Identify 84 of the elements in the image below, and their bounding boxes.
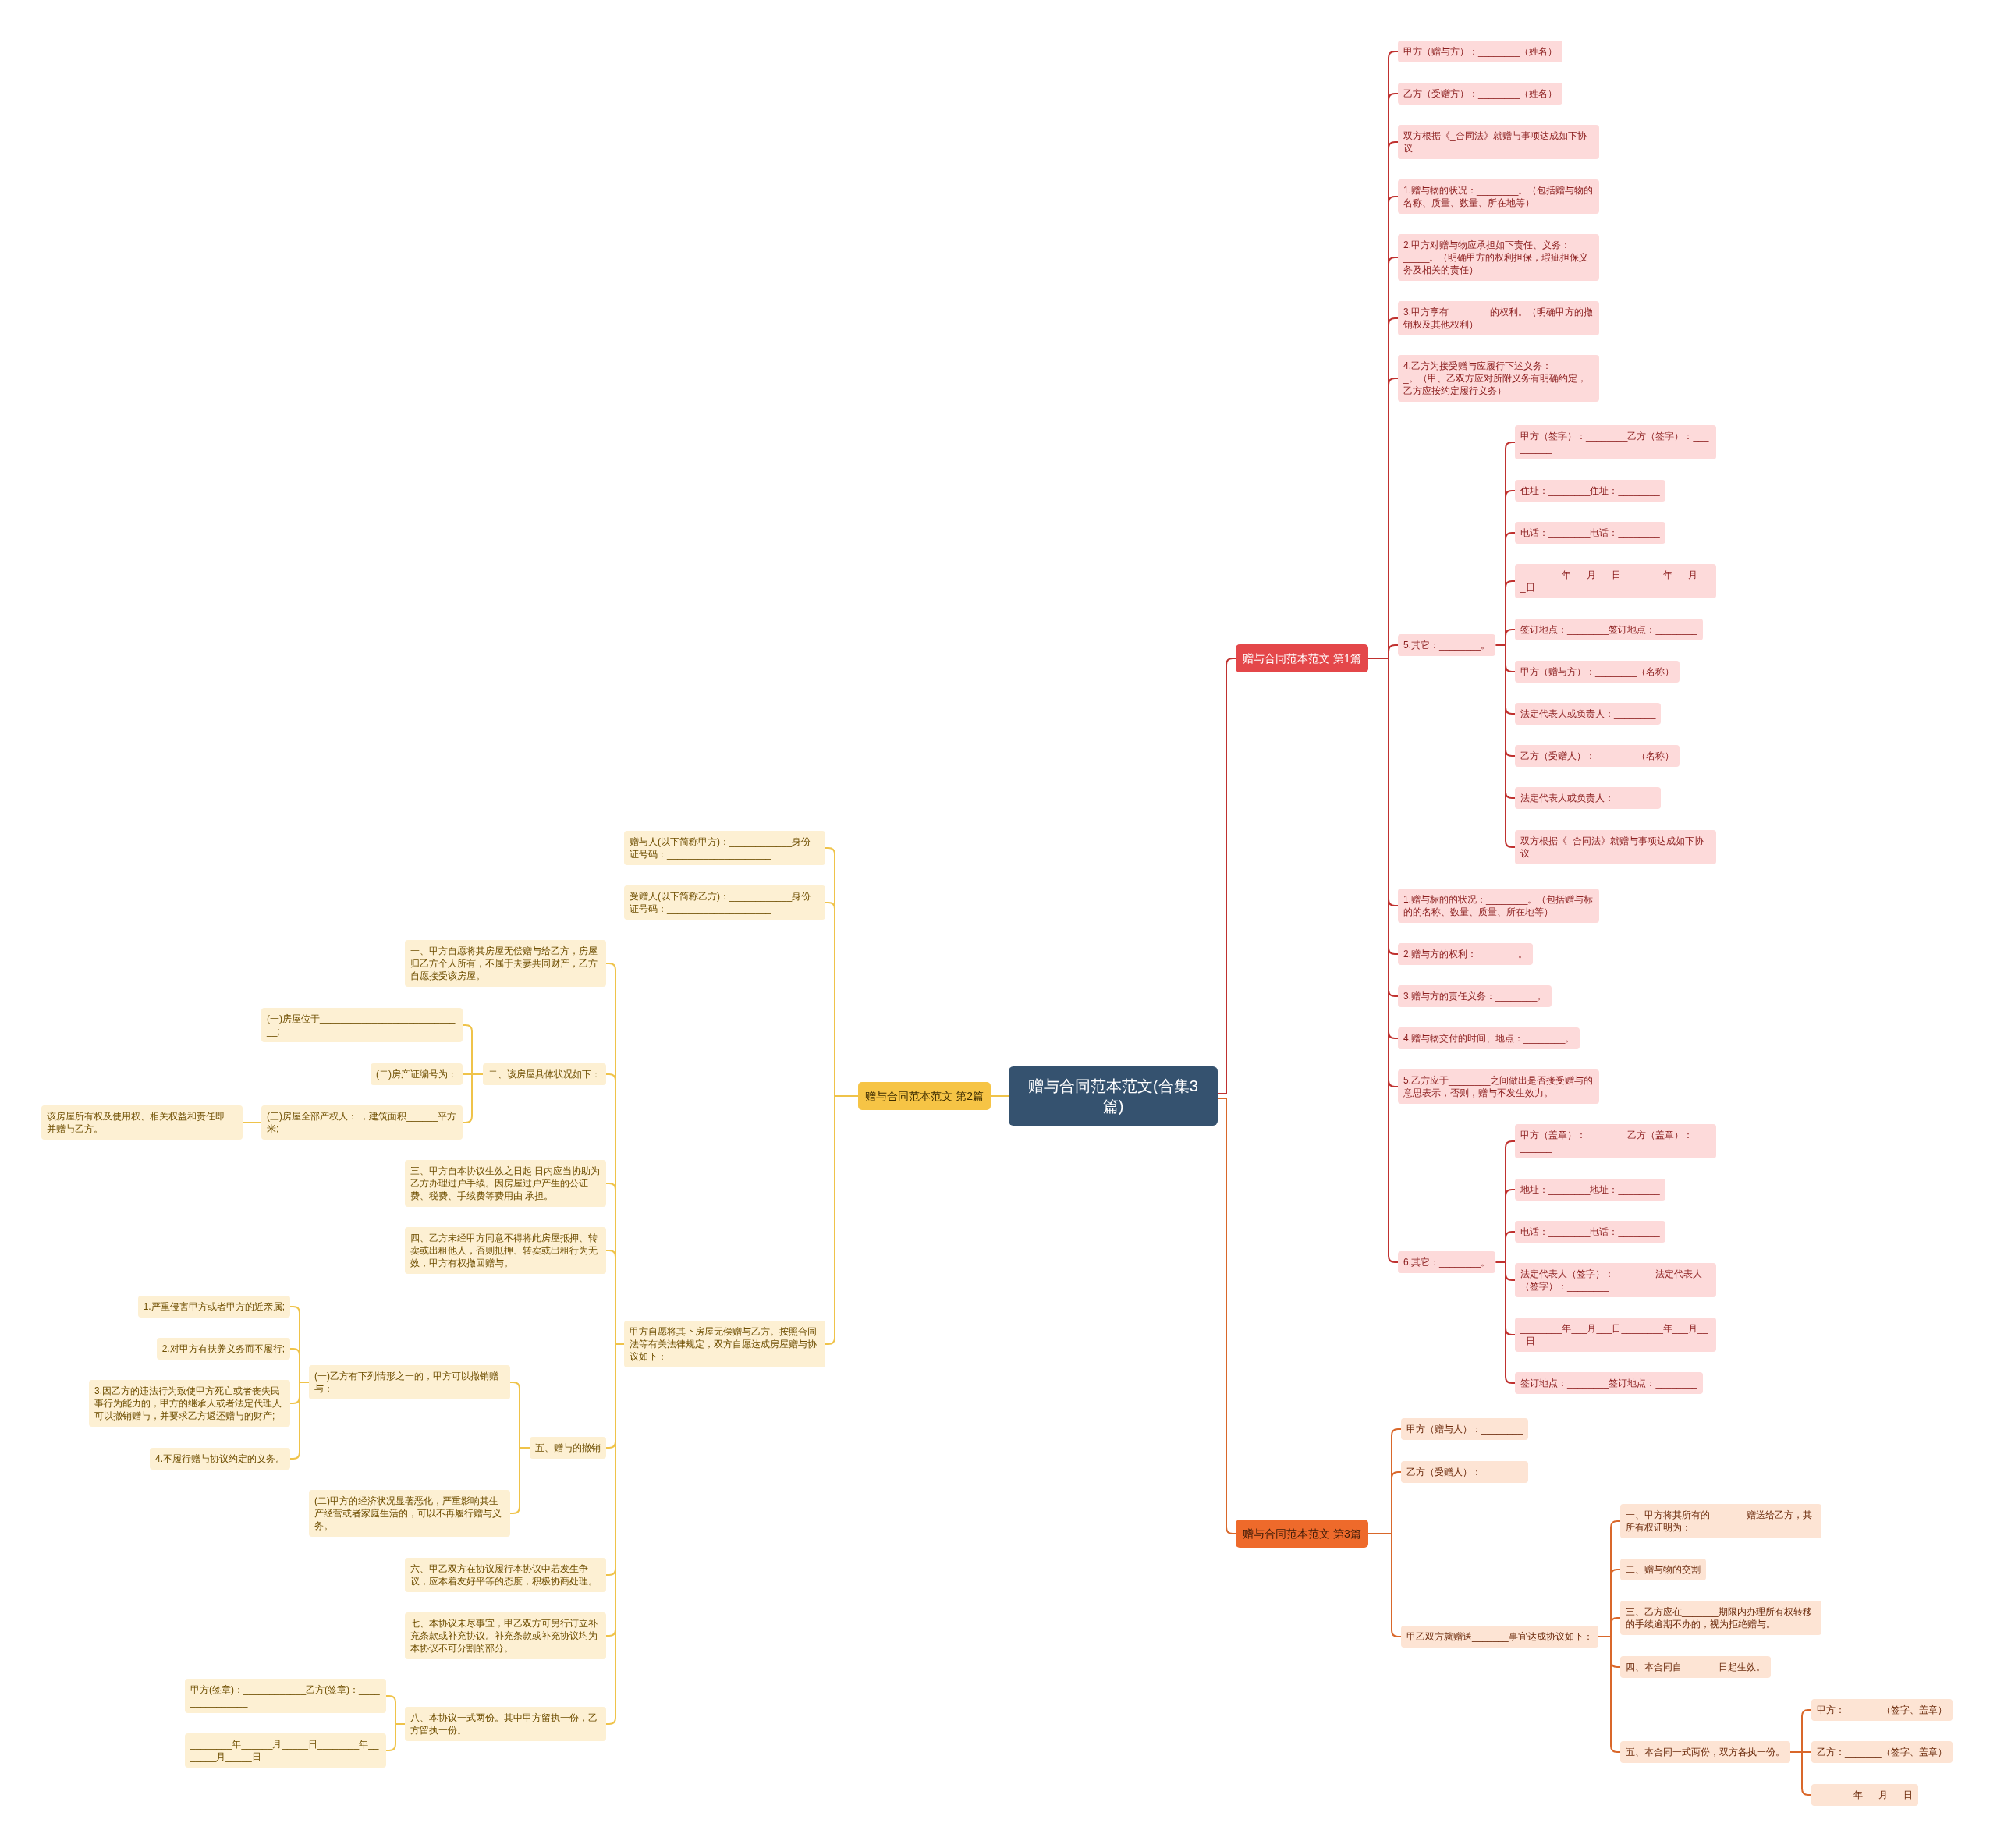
subtopic: 乙方（受赠方）：________（姓名） [1398, 83, 1563, 105]
central-topic: 赠与合同范本范文(合集3篇) [1009, 1066, 1218, 1126]
connector-line [1495, 1140, 1516, 1384]
subtopic: 五、本合同一式两份，双方各执一份。 [1620, 1741, 1790, 1763]
subtopic: 法定代表人或负责人：________ [1515, 703, 1662, 725]
subtopic: 乙方：_______（签字、盖章） [1811, 1741, 1953, 1763]
subtopic: 3.甲方享有________的权利。（明确甲方的撤销权及其他权利） [1398, 301, 1599, 335]
subtopic: ________年___月___日________年___月___日 [1515, 564, 1716, 598]
subtopic: ________年______月_____日________年_______月_____日 [185, 1733, 386, 1768]
subtopic: 签订地点：________签订地点：________ [1515, 619, 1703, 640]
connector-line [605, 963, 625, 1725]
subtopic: 赠与人(以下简称甲方)：____________身份证号码：____________________ [624, 831, 825, 865]
subtopic: 二、赠与物的交割 [1620, 1559, 1706, 1580]
subtopic: 地址：________地址：________ [1515, 1179, 1665, 1201]
connector-line [242, 1122, 262, 1123]
connector-line [385, 1695, 406, 1751]
subtopic: 三、乙方应在_______期限内办理所有权转移的手续逾期不办的，视为拒绝赠与。 [1620, 1601, 1821, 1635]
subtopic: _______年___月___日 [1811, 1784, 1918, 1806]
subtopic: 法定代表人或负责人：________ [1515, 787, 1662, 809]
subtopic: 双方根据《_合同法》就赠与事项达成如下协议 [1398, 125, 1599, 159]
subtopic: 甲乙双方就赠送_______事宜达成协议如下： [1401, 1626, 1598, 1648]
subtopic: 四、本合同自_______日起生效。 [1620, 1656, 1771, 1678]
connector-line [1789, 1709, 1812, 1796]
subtopic: 六、甲乙双方在协议履行本协议中若发生争议，应本着友好平等的态度，积极协商处理。 [405, 1558, 606, 1592]
subtopic: 甲方（盖章）：________乙方（盖章）：_________ [1515, 1124, 1716, 1158]
connector-line [1367, 1428, 1402, 1637]
subtopic: 4.乙方为接受赠与应履行下述义务：_________。（甲、乙双方应对所附义务有明确约定，乙方应按约定履行义务） [1398, 355, 1599, 402]
subtopic: 5.乙方应于________之间做出是否接受赠与的意思表示，否则，赠与不发生效力。 [1398, 1069, 1599, 1104]
subtopic: 三、甲方自本协议生效之日起 日内应当协助为乙方办理过户手续。因房屋过户产生的公证费、税费、手续费等费用由 承担。 [405, 1160, 606, 1207]
subtopic: (三)房屋全部产权人： ，建筑面积______平方米; [261, 1105, 463, 1140]
subtopic: 电话：________电话：________ [1515, 1221, 1665, 1243]
subtopic: 3.赠与方的责任义务：________。 [1398, 985, 1552, 1007]
connector-line [289, 1306, 310, 1460]
connector-line [462, 1024, 484, 1123]
connector-line [1217, 1098, 1236, 1534]
subtopic: 甲方（赠与方）：________（姓名） [1398, 41, 1563, 62]
branch-topic: 赠与合同范本范文 第2篇 [858, 1082, 991, 1110]
subtopic: 甲方（签字）：________乙方（签字）：_________ [1515, 425, 1716, 459]
subtopic: 法定代表人（签字）：________法定代表人（签字）：________ [1515, 1263, 1716, 1297]
subtopic: (一)房屋位于____________________________; [261, 1008, 463, 1042]
subtopic: 乙方（受赠人）：________ [1401, 1461, 1529, 1483]
subtopic: 住址：________住址：________ [1515, 480, 1665, 502]
subtopic: 双方根据《_合同法》就赠与事项达成如下协议 [1515, 830, 1716, 864]
subtopic: 甲方（赠与人）：________ [1401, 1418, 1529, 1440]
subtopic: 二、该房屋具体状况如下： [483, 1063, 606, 1085]
connector-line [1495, 442, 1516, 848]
connector-line [1597, 1520, 1621, 1753]
subtopic: 4.不履行赠与协议约定的义务。 [150, 1448, 290, 1470]
connector-line [825, 847, 860, 1345]
subtopic: 四、乙方未经甲方同意不得将此房屋抵押、转卖或出租他人，否则抵押、转卖或出租行为无效，甲方有权撤回赠与。 [405, 1227, 606, 1274]
subtopic: 五、赠与的撤销 [530, 1437, 606, 1459]
subtopic: 一、甲方将其所有的_______赠送给乙方，其所有权证明为： [1620, 1504, 1821, 1538]
subtopic: 甲方自愿将其下房屋无偿赠与乙方。按照合同法等有关法律规定，双方自愿达成房屋赠与协议如下： [624, 1321, 825, 1367]
subtopic: (二)房产证编号为： [371, 1063, 463, 1085]
subtopic: 5.其它：________。 [1398, 634, 1496, 656]
subtopic: 乙方（受赠人）：________（名称） [1515, 745, 1680, 767]
subtopic: 七、本协议未尽事宜，甲乙双方可另行订立补充条款或补充协议。补充条款或补充协议均为本协议不可分割的部分。 [405, 1612, 606, 1659]
branch-topic: 赠与合同范本范文 第1篇 [1236, 644, 1368, 672]
subtopic: (一)乙方有下列情形之一的，甲方可以撤销赠与： [309, 1365, 510, 1399]
subtopic: (二)甲方的经济状况显著恶化，严重影响其生产经营或者家庭生活的，可以不再履行赠与义务。 [309, 1490, 510, 1537]
subtopic: 甲方：_______（签字、盖章） [1811, 1699, 1953, 1721]
connector-line [509, 1382, 530, 1514]
subtopic: 4.赠与物交付的时间、地点：________。 [1398, 1027, 1580, 1049]
connector-line [1217, 658, 1236, 1094]
subtopic: 6.其它：________。 [1398, 1251, 1496, 1273]
subtopic: 2.甲方对赠与物应承担如下责任、义务：_________。（明确甲方的权利担保，瑕疵担保义务及相关的责任） [1398, 234, 1599, 281]
subtopic: ________年___月___日________年___月___日 [1515, 1318, 1716, 1352]
subtopic: 3.因乙方的违法行为致使甲方死亡或者丧失民事行为能力的，甲方的继承人或者法定代理人可以撤销赠与，并要求乙方返还赠与的财产; [89, 1380, 290, 1427]
subtopic: 电话：________电话：________ [1515, 522, 1665, 544]
subtopic: 一、甲方自愿将其房屋无偿赠与给乙方，房屋归乙方个人所有，不属于夫妻共同财产，乙方自愿接受该房屋。 [405, 940, 606, 987]
branch-topic: 赠与合同范本范文 第3篇 [1236, 1520, 1368, 1548]
subtopic: 1.赠与标的的状况：________。（包括赠与标的的名称、数量、质量、所在地等） [1398, 889, 1599, 923]
subtopic: 签订地点：________签订地点：________ [1515, 1372, 1703, 1394]
subtopic: 1.严重侵害甲方或者甲方的近亲属; [137, 1296, 290, 1318]
subtopic: 1.赠与物的状况：________。（包括赠与物的名称、质量、数量、所在地等） [1398, 179, 1599, 214]
subtopic: 甲方(签章)：____________乙方(签章)：_______________ [185, 1679, 386, 1713]
connector-line [990, 1095, 1009, 1097]
subtopic: 受赠人(以下简称乙方)：____________身份证号码：____________________ [624, 885, 825, 920]
subtopic: 2.赠与方的权利：________。 [1398, 943, 1534, 965]
subtopic: 甲方（赠与方）：________（名称） [1515, 661, 1680, 683]
subtopic: 2.对甲方有扶养义务而不履行; [156, 1338, 290, 1360]
connector-line [1367, 51, 1399, 1263]
subtopic: 八、本协议一式两份。其中甲方留执一份，乙方留执一份。 [405, 1707, 606, 1741]
subtopic: 该房屋所有权及使用权、相关权益和责任即一并赠与乙方。 [41, 1105, 243, 1140]
